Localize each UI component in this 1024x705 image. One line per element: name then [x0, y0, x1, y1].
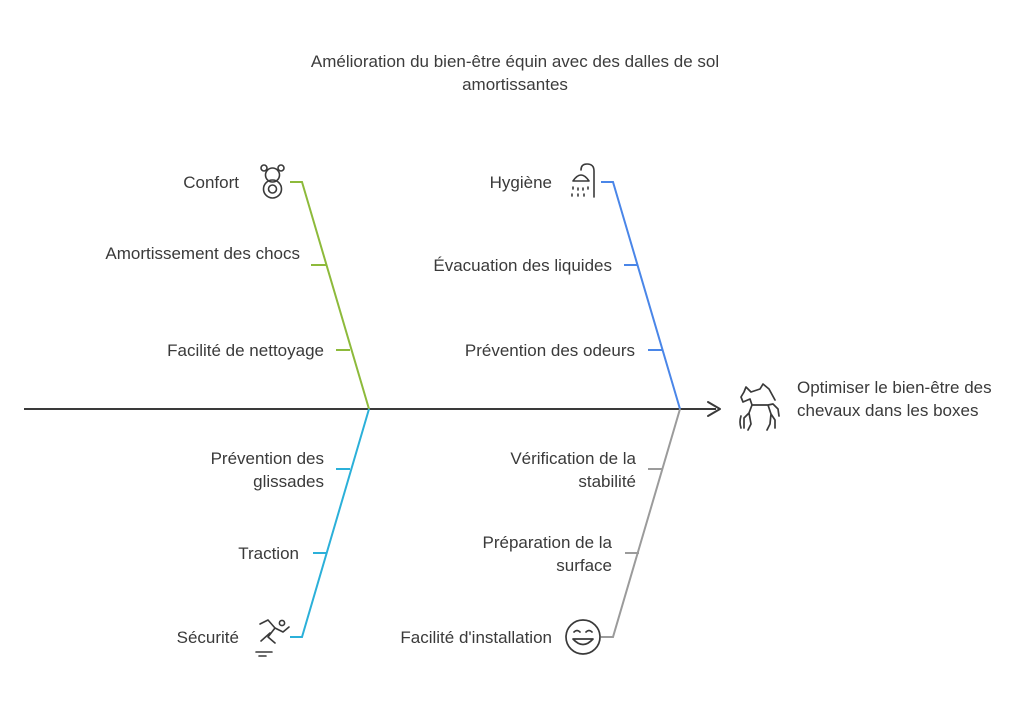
cause-traction: Traction [238, 544, 299, 563]
smiling-face-icon [565, 619, 601, 655]
cause-amortissement-des-chocs: Amortissement des chocs [105, 244, 300, 263]
spine-arrowhead [707, 401, 721, 417]
teddy-bear-icon [260, 164, 285, 199]
cause-prevention-des-odeurs: Prévention des odeurs [464, 341, 635, 360]
diagram-title: Amélioration du bien-être équin avec des… [310, 52, 720, 94]
bone-hygiene [601, 181, 681, 410]
cause-preparation-de-la-surface: Préparation de la surface [482, 533, 612, 575]
effect-label: Optimiser le bien-être des chevaux dans … [797, 378, 992, 420]
bone-confort [290, 181, 370, 410]
horse-icon [739, 383, 780, 431]
slipping-person-icon [255, 619, 290, 657]
cause-prevention-des-glissades: Prévention des glissades [210, 449, 324, 491]
cause-facilite-de-nettoyage: Facilité de nettoyage [167, 341, 324, 360]
cause-verification-de-la-stabilite: Vérification de la stabilité [510, 449, 636, 491]
cause-evacuation-des-liquides: Évacuation des liquides [433, 256, 612, 275]
bone-installation [601, 408, 681, 638]
category-label-securite: Sécurité [176, 628, 239, 647]
category-label-installation: Facilité d'installation [400, 628, 552, 647]
shower-icon [571, 163, 595, 198]
bone-securite [290, 408, 370, 638]
category-label-hygiene: Hygiène [489, 173, 552, 192]
category-label-confort: Confort [183, 173, 239, 192]
